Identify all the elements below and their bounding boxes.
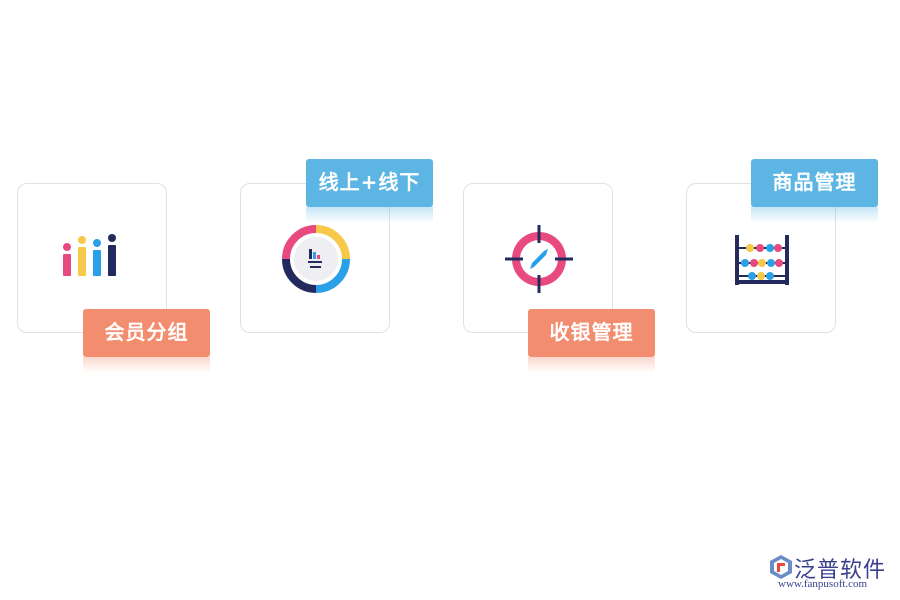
cashier-card[interactable] (463, 183, 613, 333)
member-group-icon (59, 225, 127, 293)
member-group-card[interactable] (17, 183, 167, 333)
brand-logo-icon (770, 555, 792, 579)
product-card[interactable] (686, 183, 836, 333)
brand-watermark: 泛普软件 www.fanpusoft.com (768, 553, 894, 593)
abacus-icon (728, 225, 796, 293)
cashier-label: 收银管理 (528, 309, 655, 373)
member-group-label: 会员分组 (83, 309, 210, 373)
brand-name: 泛普软件 (794, 558, 887, 583)
online-offline-label: 线上+线下 (306, 159, 433, 223)
online-offline-card[interactable] (240, 183, 390, 333)
cashier-target-icon (505, 225, 573, 293)
brand-url: www.fanpusoft.com (778, 578, 868, 590)
product-label: 商品管理 (751, 159, 878, 223)
online-offline-icon (282, 225, 350, 293)
